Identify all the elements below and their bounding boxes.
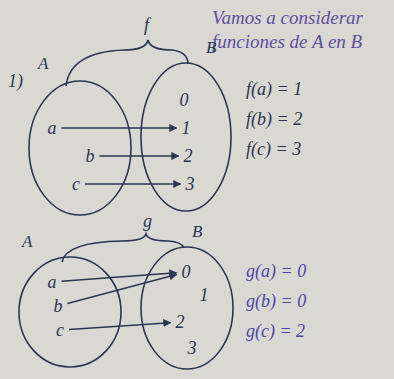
label-holder: f(b) = 2 bbox=[246, 108, 302, 130]
set-name: B bbox=[206, 38, 216, 58]
function-equation: g(b) = 0 bbox=[246, 290, 306, 312]
element-label: c bbox=[72, 174, 80, 194]
set-heading-holder: A bbox=[38, 54, 48, 74]
label-holder: g bbox=[143, 210, 152, 232]
set-element: 2 bbox=[181, 145, 196, 167]
element-label: 1 bbox=[182, 118, 191, 138]
element-label: 0 bbox=[180, 90, 189, 110]
note-title: Vamos a considerar funciones de A en B bbox=[212, 6, 390, 54]
set-element: a bbox=[45, 271, 60, 293]
set-element: b bbox=[83, 145, 98, 167]
ellipse-outline-layer bbox=[28, 80, 132, 216]
label-holder: g(b) = 0 bbox=[246, 290, 306, 312]
element-label: 2 bbox=[176, 312, 185, 332]
set-name: B bbox=[192, 222, 202, 242]
set-element: 3 bbox=[185, 337, 200, 359]
set-element: 2 bbox=[173, 311, 188, 333]
label-holder: f(c) = 3 bbox=[246, 138, 301, 160]
function-name: 1) bbox=[8, 70, 23, 92]
element-label: 0 bbox=[182, 262, 191, 282]
element-label: 2 bbox=[184, 146, 193, 166]
set-ellipse: Aabc bbox=[18, 256, 122, 368]
set-ellipse: B0123 bbox=[140, 62, 232, 212]
element-label: 3 bbox=[186, 174, 195, 194]
set-heading-holder: B bbox=[192, 222, 202, 242]
function-equation: g(c) = 2 bbox=[246, 320, 305, 342]
set-element: 1 bbox=[179, 117, 194, 139]
set-element: 3 bbox=[183, 173, 198, 195]
label-holder: f bbox=[144, 14, 149, 36]
function-name: f bbox=[144, 14, 149, 36]
mapping-arrow bbox=[62, 127, 177, 129]
set-element: c bbox=[53, 319, 67, 341]
set-element: 1 bbox=[197, 284, 212, 306]
set-ellipse: Aabc bbox=[28, 80, 132, 216]
mapping-arrow bbox=[61, 273, 176, 282]
set-heading-holder: B bbox=[206, 38, 216, 58]
element-label: a bbox=[48, 118, 57, 138]
set-heading-holder: A bbox=[22, 232, 32, 252]
label-holder: f(a) = 1 bbox=[246, 78, 302, 100]
set-element: 0 bbox=[179, 261, 194, 283]
function-equation: f(c) = 3 bbox=[246, 138, 301, 160]
ellipse-outline bbox=[19, 257, 121, 367]
element-label: 1 bbox=[200, 285, 209, 305]
mapping-arrow bbox=[67, 275, 176, 304]
function-equation: f(b) = 2 bbox=[246, 108, 302, 130]
mapping-arrow bbox=[85, 183, 181, 185]
set-name: A bbox=[38, 54, 48, 74]
element-label: 3 bbox=[188, 338, 197, 358]
title-holder: Vamos a considerar funciones de A en B bbox=[212, 6, 390, 54]
function-name: g bbox=[143, 210, 152, 232]
function-equation: g(a) = 0 bbox=[246, 260, 306, 282]
element-label: c bbox=[56, 320, 64, 340]
element-label: a bbox=[48, 272, 57, 292]
ellipse-outline bbox=[141, 63, 231, 211]
label-holder: 1) bbox=[8, 70, 23, 92]
set-element: 0 bbox=[177, 89, 192, 111]
set-element: b bbox=[51, 295, 66, 317]
label-holder: g(c) = 2 bbox=[246, 320, 305, 342]
set-ellipse: B0123 bbox=[140, 246, 234, 370]
ellipse-outline bbox=[141, 247, 233, 369]
set-element: a bbox=[45, 117, 60, 139]
set-name: A bbox=[22, 232, 32, 252]
mapping-arrow bbox=[100, 155, 179, 157]
function-equation: f(a) = 1 bbox=[246, 78, 302, 100]
set-element: c bbox=[69, 173, 83, 195]
element-label: b bbox=[54, 296, 63, 316]
function-bracket bbox=[66, 40, 188, 86]
ellipse-outline-layer bbox=[18, 256, 122, 368]
element-label: b bbox=[86, 146, 95, 166]
label-holder: g(a) = 0 bbox=[246, 260, 306, 282]
ellipse-outline bbox=[29, 81, 131, 215]
